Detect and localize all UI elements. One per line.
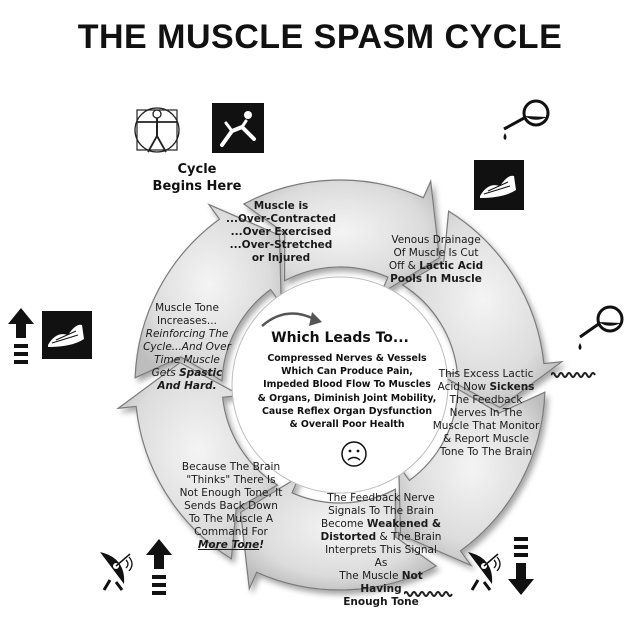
nerve-fiber-icon [551,372,596,378]
curved-pointer-arrow [261,312,313,327]
step-5-text: Because The Brain "Thinks" There Is Not … [179,461,283,551]
cycle-start-label: Cycle Begins Here [152,162,242,194]
nerve-fiber-icon [404,591,453,597]
page-title: THE MUSCLE SPASM CYCLE [77,18,563,56]
flexed-arm-icon [42,311,92,359]
center-effects-list: Compressed Nerves & Vessels Which Can Pr… [257,353,437,431]
center-heading: Which Leads To... [271,330,409,346]
up-arrow-icon [8,308,34,364]
satellite-dish-icon [468,552,501,591]
arrow-step-3 [401,210,564,409]
arrow-step-6 [116,361,279,560]
dropper-beaker-icon [503,99,550,140]
step-2-text: Venous Drainage Of Muscle Is Cut Off & L… [388,234,484,285]
flexed-arm-icon [474,160,524,210]
arrow-step-2 [242,179,441,296]
step-1-text: Muscle is ...Over-Contracted ...Over Exe… [226,200,336,264]
down-arrow-icon [508,537,534,595]
vitruvian-man-icon [134,107,180,153]
step-6-text: Muscle Tone Increases... Reinforcing The… [143,302,231,392]
up-arrow-icon [146,539,172,595]
arrow-step-4 [398,388,546,567]
center-disk [231,276,449,494]
dropper-beaker-icon [578,305,624,350]
step-3-text: This Excess Lactic Acid Now Sickens The … [432,368,540,458]
satellite-dish-icon [100,552,133,591]
arrow-step-5 [239,474,438,591]
stretching-person-icon [212,103,264,153]
arrow-step-1 [134,203,282,382]
sad-face-icon [341,441,367,467]
step-4-text: The Feedback Nerve Signals To The Brain … [320,492,442,608]
